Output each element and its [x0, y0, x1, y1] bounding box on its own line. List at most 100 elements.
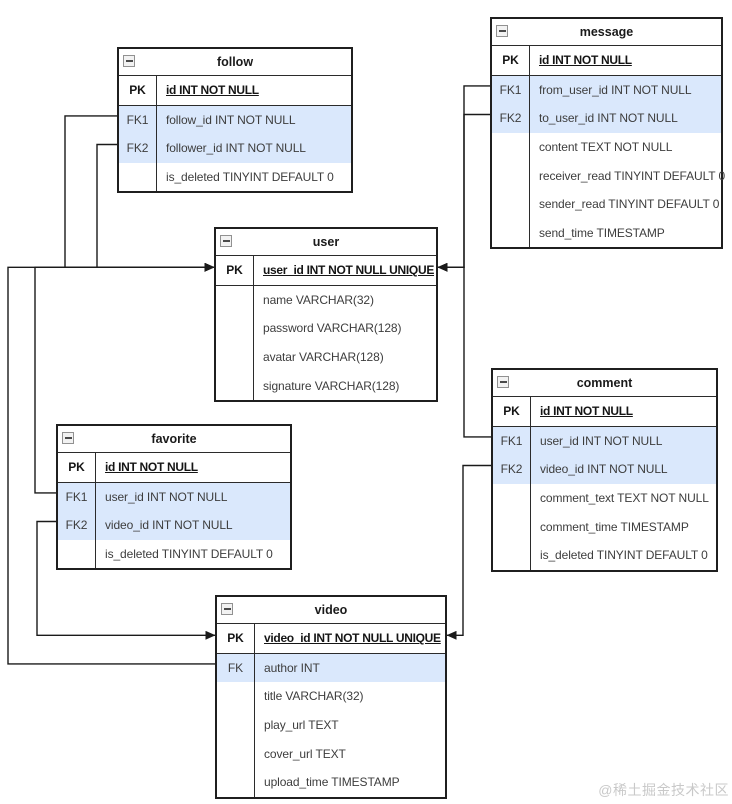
minus-glyph — [222, 240, 230, 242]
collapse-icon — [497, 376, 509, 388]
field-key: FK1 — [119, 105, 157, 135]
field-key — [493, 512, 531, 541]
minus-glyph — [223, 608, 231, 610]
field-text: id INT NOT NULL — [540, 404, 633, 419]
field-text: id INT NOT NULL — [539, 53, 632, 68]
collapse-icon — [62, 432, 74, 444]
field-text: cover_url TEXT — [264, 746, 346, 761]
relation-favorite.video_id-to-video.video_id — [36, 520, 216, 640]
field-row-cover_url: cover_url TEXT — [217, 739, 445, 768]
field-key: PK — [216, 256, 254, 285]
field-text: content TEXT NOT NULL — [539, 140, 673, 155]
field-text: title VARCHAR(32) — [264, 689, 364, 704]
field-text: signature VARCHAR(128) — [263, 378, 400, 393]
field-text: send_time TIMESTAMP — [539, 225, 665, 240]
field-row-play_url: play_url TEXT — [217, 710, 445, 740]
field-text: follower_id INT NOT NULL — [166, 141, 306, 156]
field-text: to_user_id INT NOT NULL — [539, 111, 678, 126]
table-header: message — [492, 19, 721, 46]
field-key: FK2 — [119, 134, 157, 163]
field-text: user_id INT NOT NULL — [105, 489, 228, 504]
field-key — [216, 314, 254, 343]
field-text: video_id INT NOT NULL UNIQUE — [264, 631, 441, 646]
collapse-icon — [496, 25, 508, 37]
field-row-receiver_read: receiver_read TINYINT DEFAULT 0 — [492, 161, 725, 190]
collapse-icon — [220, 235, 232, 247]
field-key — [217, 710, 255, 740]
field-text: video_id INT NOT NULL — [540, 462, 668, 477]
field-key — [492, 218, 530, 248]
field-key — [493, 540, 531, 570]
field-row-comment_time: comment_time TIMESTAMP — [493, 512, 716, 541]
field-key — [493, 483, 531, 513]
field-row-avatar: avatar VARCHAR(128) — [216, 342, 436, 372]
relation-video.author-to-user.user_id — [7, 262, 215, 665]
field-key: FK1 — [492, 75, 530, 105]
table-header: follow — [119, 49, 351, 76]
relation-comment.video_id-to-video.video_id — [446, 464, 491, 640]
minus-glyph — [64, 437, 72, 439]
field-key — [216, 342, 254, 372]
minus-glyph — [125, 60, 133, 62]
field-key: FK1 — [493, 426, 531, 456]
field-row-id: PK id INT NOT NULL — [58, 453, 290, 483]
field-text: id INT NOT NULL — [105, 460, 198, 475]
minus-glyph — [499, 381, 507, 383]
field-row-id: PK id INT NOT NULL — [492, 46, 721, 76]
field-row-author: FK author INT — [217, 653, 445, 683]
field-text: upload_time TIMESTAMP — [264, 775, 400, 790]
field-text: author INT — [264, 660, 320, 675]
field-key: FK2 — [492, 104, 530, 133]
field-key: FK1 — [58, 482, 96, 512]
field-text: video_id INT NOT NULL — [105, 518, 233, 533]
field-key: PK — [492, 46, 530, 75]
field-key: PK — [58, 453, 96, 482]
field-text: from_user_id INT NOT NULL — [539, 82, 692, 97]
field-row-sender_read: sender_read TINYINT DEFAULT 0 — [492, 189, 721, 219]
field-key — [119, 162, 157, 192]
table-title: video — [314, 603, 348, 617]
field-row-content: content TEXT NOT NULL — [492, 132, 721, 162]
field-key — [216, 371, 254, 400]
table-title: favorite — [151, 432, 197, 446]
table-header: comment — [493, 370, 716, 397]
field-row-comment_text: comment_text TEXT NOT NULL — [493, 483, 716, 513]
field-key — [492, 132, 530, 162]
field-row-user_id: FK1 user_id INT NOT NULL — [58, 482, 290, 512]
field-text: play_url TEXT — [264, 718, 339, 733]
field-row-is_deleted: is_deleted TINYINT DEFAULT 0 — [119, 162, 351, 192]
field-text: name VARCHAR(32) — [263, 292, 374, 307]
field-text: is_deleted TINYINT DEFAULT 0 — [105, 547, 273, 562]
watermark: @稀土掘金技术社区 — [598, 782, 729, 798]
field-key — [216, 285, 254, 315]
field-text: comment_text TEXT NOT NULL — [540, 491, 709, 506]
field-row-name: name VARCHAR(32) — [216, 285, 436, 315]
field-key: FK — [217, 653, 255, 683]
field-key — [217, 682, 255, 711]
field-text: password VARCHAR(128) — [263, 321, 402, 336]
field-text: follow_id INT NOT NULL — [166, 112, 296, 127]
minus-glyph — [498, 30, 506, 32]
field-key: FK2 — [493, 455, 531, 484]
field-key — [217, 739, 255, 768]
collapse-icon — [221, 603, 233, 615]
field-text: receiver_read TINYINT DEFAULT 0 — [539, 168, 726, 183]
field-text: comment_time TIMESTAMP — [540, 519, 689, 534]
field-key — [217, 767, 255, 797]
field-row-signature: signature VARCHAR(128) — [216, 371, 436, 400]
field-text: sender_read TINYINT DEFAULT 0 — [539, 197, 720, 212]
table-header: favorite — [58, 426, 290, 453]
field-text: id INT NOT NULL — [166, 83, 259, 98]
table-title: user — [312, 235, 340, 249]
